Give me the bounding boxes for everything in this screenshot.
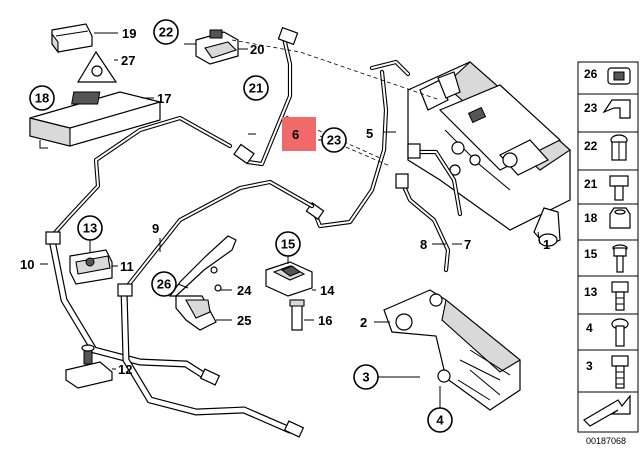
part-24-bracket [168, 235, 237, 331]
label-17: 17 [157, 91, 171, 106]
hardware-side-panel: 26 23 22 21 18 15 13 4 3 [577, 61, 639, 433]
hex-bolt-icon [609, 175, 629, 201]
arrow-icon [583, 394, 631, 427]
bracket-clip-icon [602, 99, 631, 119]
label-13: 13 [83, 221, 97, 236]
callout-circle-13: 13 [77, 215, 103, 241]
label-18: 18 [35, 91, 49, 106]
side-label-13: 13 [584, 285, 598, 299]
side-label-3: 3 [586, 359, 593, 373]
stud-bolt-icon [612, 244, 628, 273]
part-5-brake-line [305, 59, 411, 229]
label-21: 21 [249, 81, 263, 96]
label-23: 23 [327, 133, 341, 148]
label-19: 19 [122, 26, 136, 41]
callout-circle-22: 22 [153, 19, 179, 45]
cap-nut-icon [610, 134, 628, 161]
part-17-control-module [29, 91, 161, 149]
label-24: 24 [237, 283, 252, 298]
label-25: 25 [237, 313, 251, 328]
callout-circle-4: 4 [427, 407, 453, 433]
screw-icon [611, 355, 629, 389]
part-1-valve-block [407, 61, 571, 247]
clip-icon [607, 67, 631, 85]
part-12-holder [65, 344, 113, 389]
flange-bolt-icon [611, 281, 629, 311]
highlight-box [282, 117, 316, 151]
part-9-brake-line [117, 179, 315, 438]
label-3: 3 [362, 370, 369, 385]
callout-circle-18: 18 [29, 85, 55, 111]
label-11: 11 [120, 259, 134, 274]
side-label-4: 4 [586, 321, 593, 335]
side-label-21: 21 [584, 177, 598, 191]
label-2: 2 [360, 315, 367, 330]
label-5: 5 [366, 126, 373, 141]
label-10: 10 [20, 257, 34, 272]
callout-circle-26: 26 [151, 271, 177, 297]
part-16-stud [289, 299, 305, 331]
label-12: 12 [118, 362, 132, 377]
part-20-sensor-bracket [184, 29, 239, 65]
part-27-warning-label [76, 50, 118, 83]
part-19-rubber-cover [51, 23, 93, 54]
label-20: 20 [250, 42, 264, 57]
side-label-26: 26 [584, 67, 598, 81]
label-26: 26 [157, 277, 171, 292]
label-8: 8 [420, 237, 427, 252]
catalog-number: 00187068 [586, 436, 626, 446]
label-1: 1 [543, 237, 550, 252]
part-10-brake-line [45, 115, 233, 386]
hex-nut-icon [609, 207, 631, 229]
part-7-brake-line [407, 143, 463, 217]
callout-circle-3: 3 [353, 364, 379, 390]
callout-circle-23: 23 [321, 127, 347, 153]
label-14: 14 [320, 283, 335, 298]
part-11-holder [69, 249, 113, 285]
label-27: 27 [121, 53, 135, 68]
part-8-brake-line [395, 173, 451, 273]
callout-circle-21: 21 [243, 75, 269, 101]
label-6: 6 [292, 127, 299, 142]
side-label-23: 23 [584, 101, 598, 115]
label-16: 16 [318, 313, 332, 328]
side-label-18: 18 [584, 211, 598, 225]
side-label-15: 15 [584, 247, 598, 261]
side-label-22: 22 [584, 139, 598, 153]
label-4: 4 [436, 413, 444, 428]
callout-circle-15: 15 [275, 231, 301, 257]
label-7: 7 [464, 237, 471, 252]
label-9: 9 [152, 221, 159, 236]
label-15: 15 [281, 237, 295, 252]
part-14-mount [265, 261, 313, 297]
part-2-support-bracket [383, 289, 521, 411]
label-22: 22 [159, 25, 173, 40]
part-6-brake-line [233, 26, 299, 167]
long-bolt-icon [611, 318, 629, 347]
